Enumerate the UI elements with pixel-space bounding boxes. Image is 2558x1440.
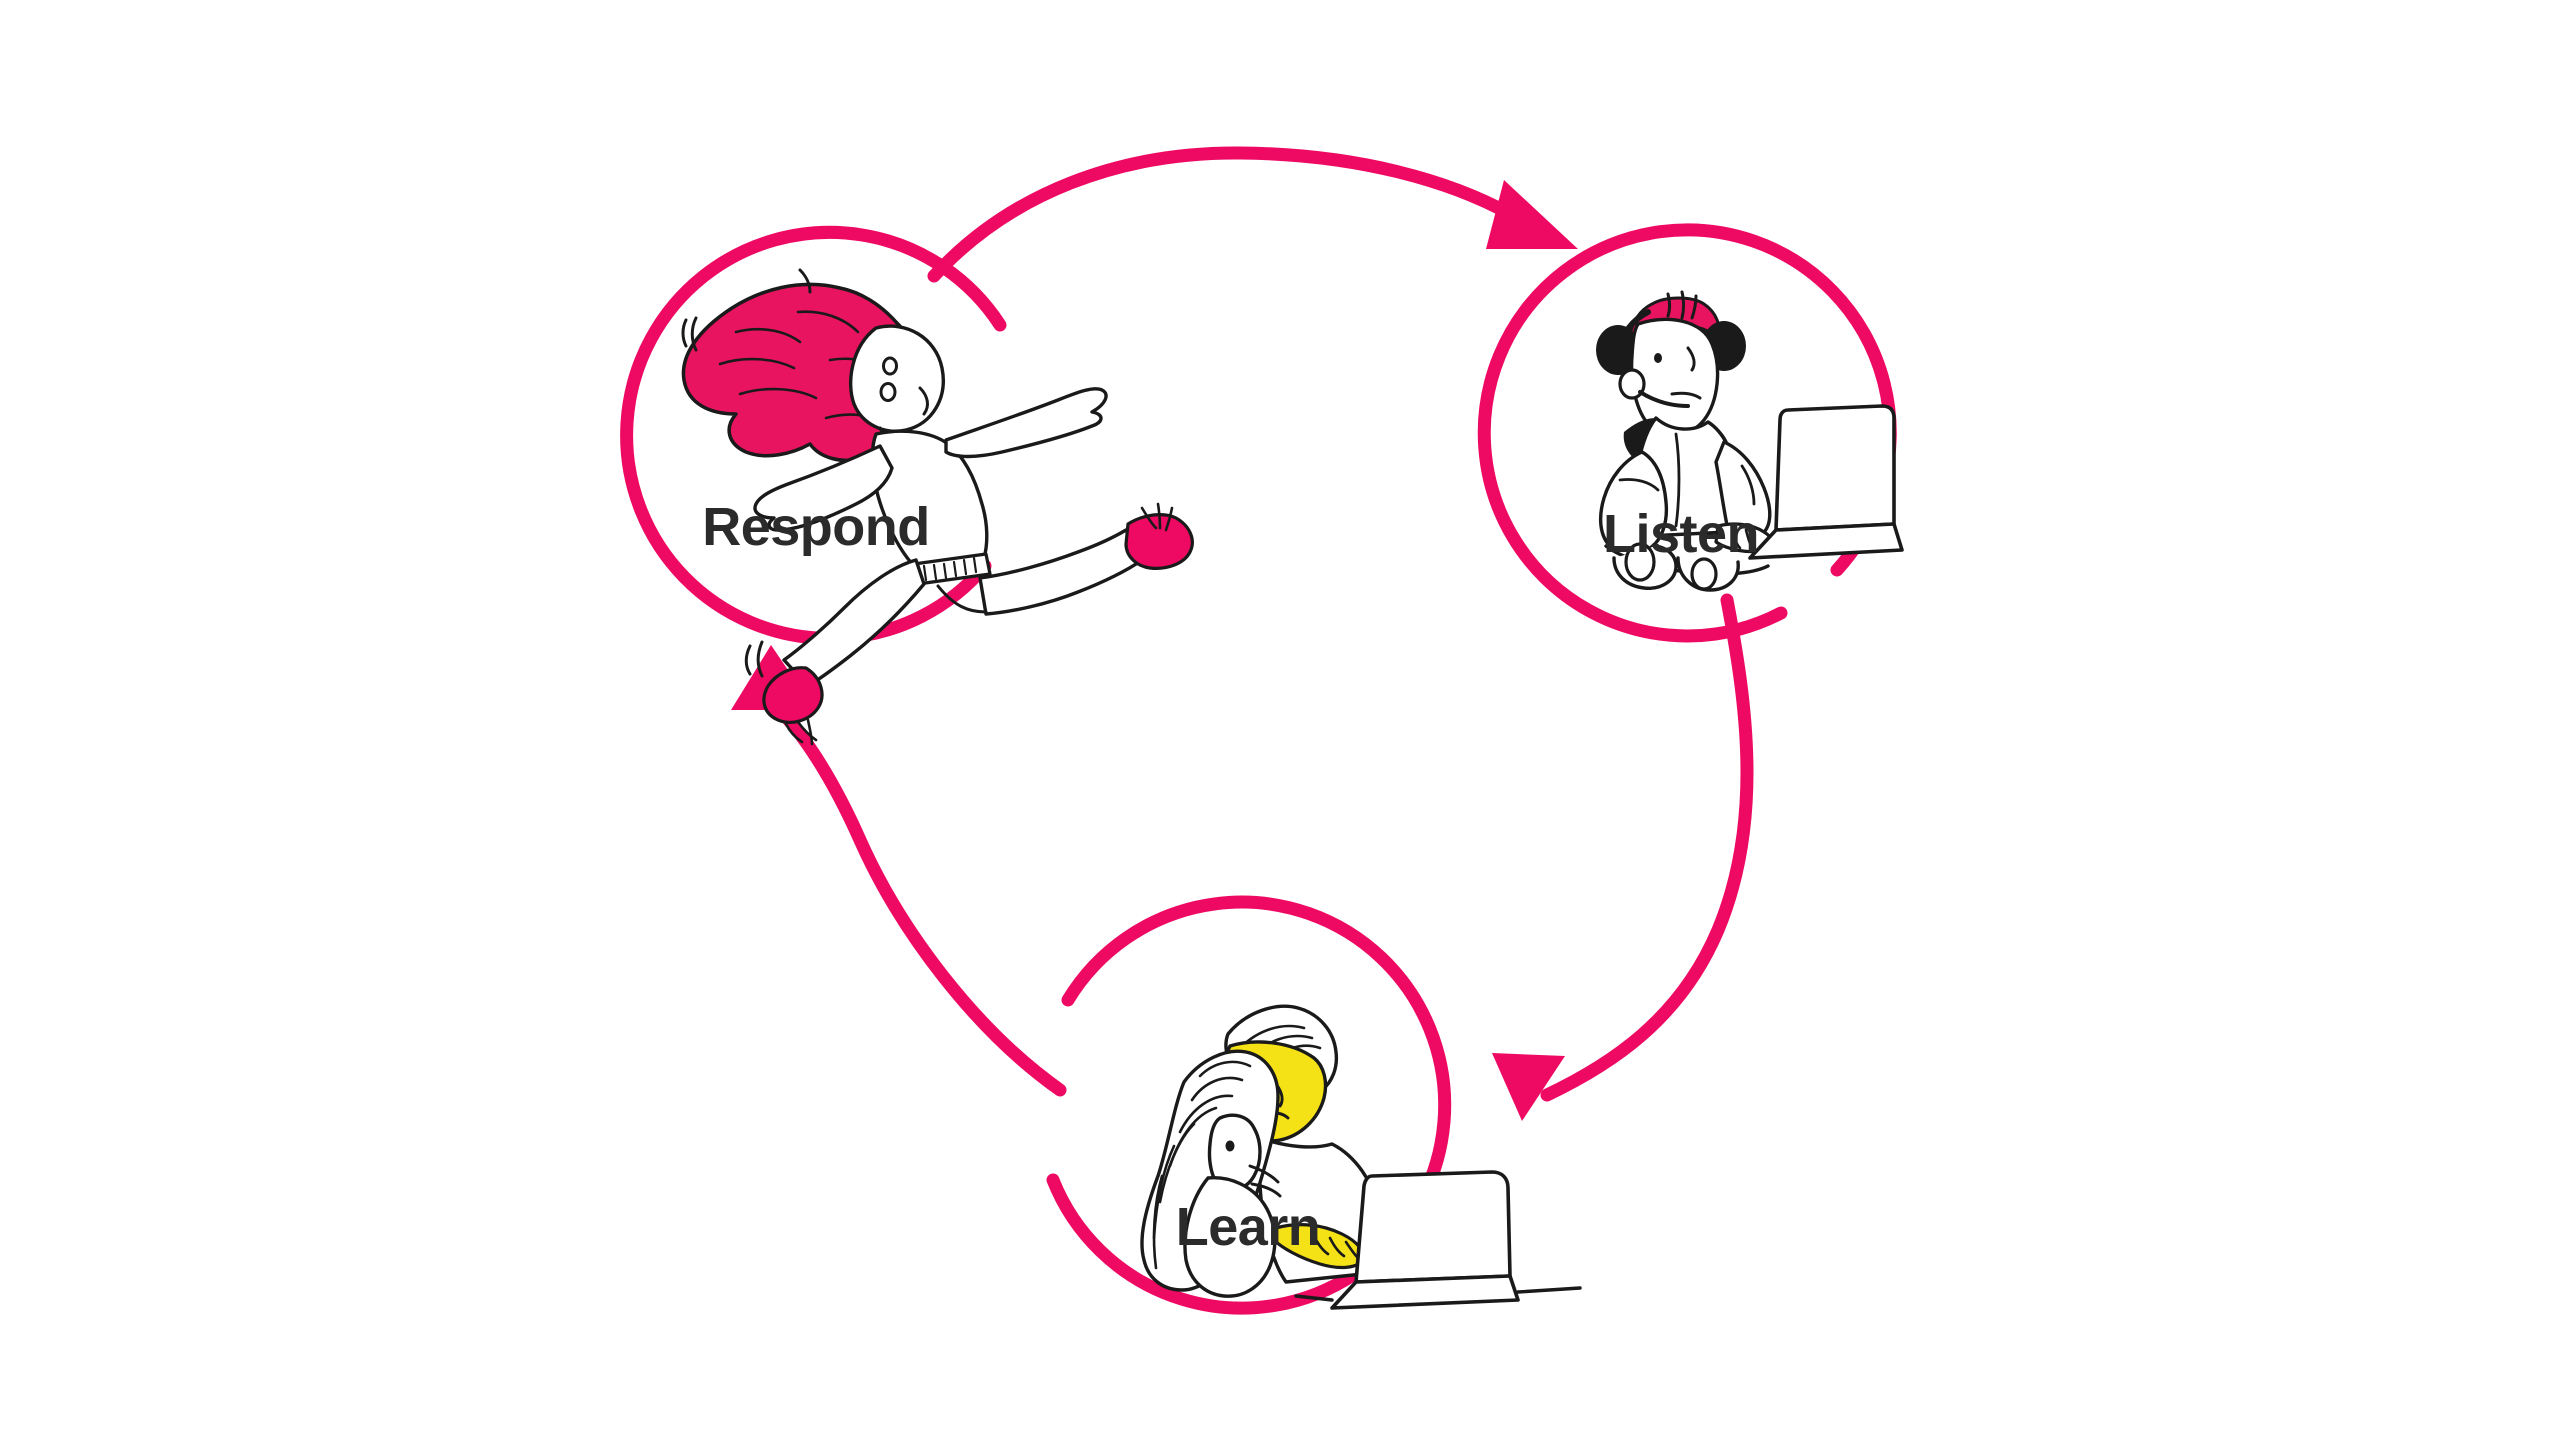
edge-respond-to-listen [927, 146, 1578, 283]
edge-learn-to-respond-line [764, 693, 1067, 1097]
node-listen-label: Listen [1603, 504, 1759, 564]
node-respond-label: Respond [702, 497, 930, 557]
node-learn-label: Learn [1176, 1197, 1321, 1257]
node-respond[interactable]: Respond [620, 225, 1194, 746]
node-learn-ring [1046, 895, 1452, 1315]
leaping-woman-illustration [681, 268, 1194, 746]
edge-listen-to-learn-line [1540, 593, 1754, 1102]
two-people-at-laptop-illustration [1140, 1004, 1582, 1310]
edge-listen-to-learn-arrowhead [1492, 1053, 1565, 1121]
node-listen-ring [1477, 223, 1897, 643]
node-listen[interactable]: Listen [1477, 223, 1904, 643]
edge-listen-to-learn [1492, 593, 1754, 1121]
person-with-headset-laptop-illustration [1596, 290, 1904, 592]
node-learn[interactable]: Learn [1046, 895, 1582, 1315]
edge-respond-to-listen-arrowhead [1486, 180, 1578, 249]
edge-respond-to-listen-line [927, 146, 1517, 283]
